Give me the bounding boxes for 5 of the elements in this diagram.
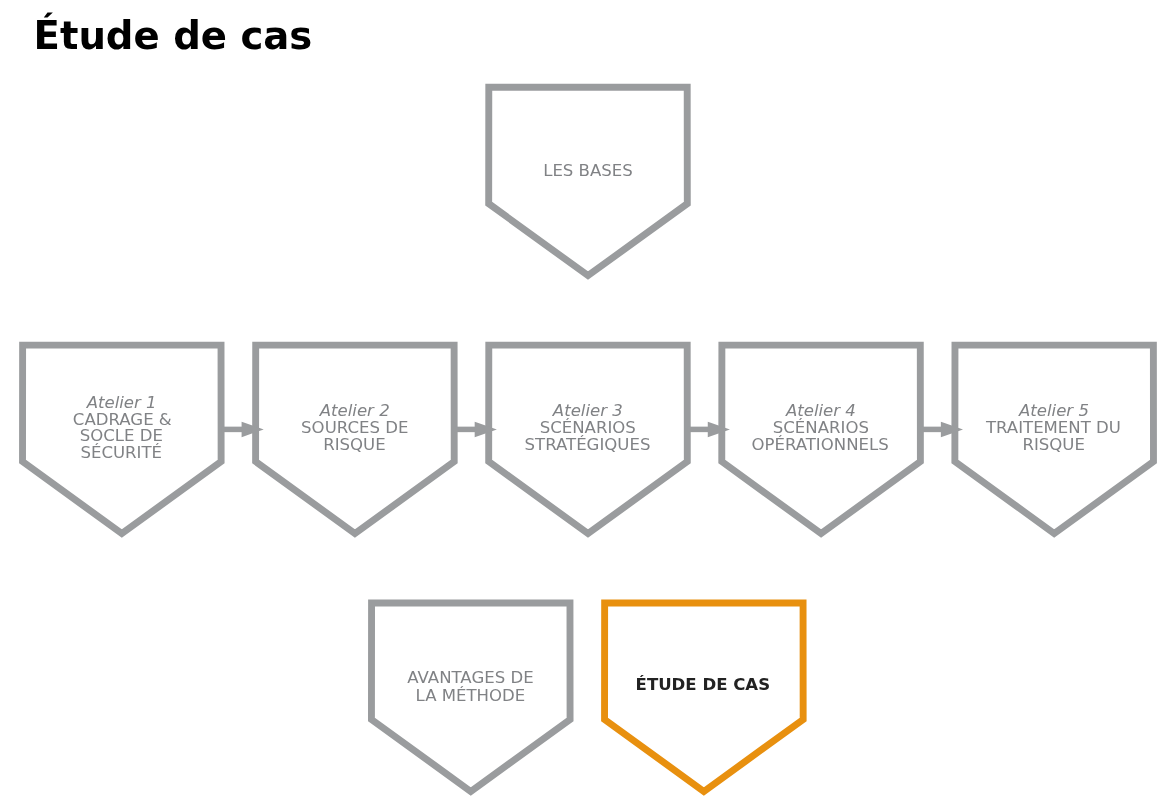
diagram-title: Étude de cas bbox=[33, 12, 313, 58]
arrow bbox=[920, 421, 963, 438]
arrow bbox=[221, 421, 264, 438]
arrow bbox=[687, 421, 730, 438]
arrow bbox=[454, 421, 497, 438]
